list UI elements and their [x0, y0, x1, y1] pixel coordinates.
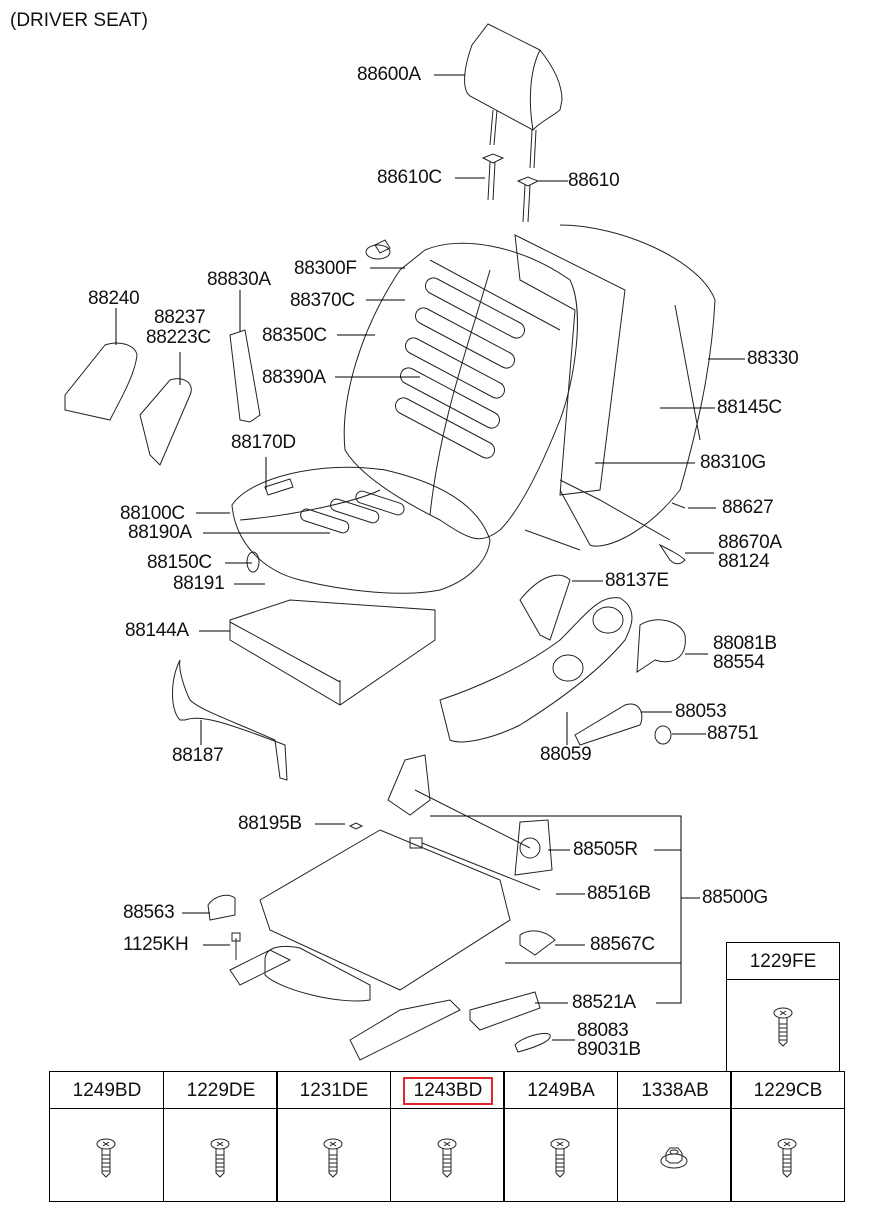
callout-88083[interactable]: 88083 — [577, 1020, 629, 1041]
callout-88170D[interactable]: 88170D — [231, 432, 296, 453]
callout-88100C[interactable]: 88100C — [120, 503, 185, 524]
callout-88830A[interactable]: 88830A — [207, 269, 271, 290]
callout-88150C[interactable]: 88150C — [147, 552, 212, 573]
fastener-code[interactable]: 1249BA — [527, 1080, 595, 1101]
front-trim-drawing — [172, 659, 288, 781]
screw-icon — [323, 1138, 343, 1178]
fastener-code[interactable]: 1231DE — [299, 1080, 369, 1101]
fastener-header-1249BD: 1249BD — [49, 1071, 164, 1109]
screw-icon — [773, 1007, 793, 1047]
callout-88240[interactable]: 88240 — [88, 288, 140, 309]
callout-88505R[interactable]: 88505R — [573, 839, 638, 860]
fastener-header-1229FE: 1229FE — [726, 942, 840, 980]
side-shield-drawing — [439, 574, 686, 746]
seat-back-drawing — [343, 239, 578, 540]
callout-88059[interactable]: 88059 — [540, 744, 592, 765]
fastener-image-1229FE — [726, 979, 840, 1072]
callout-88370C[interactable]: 88370C — [290, 290, 355, 311]
callout-88137E[interactable]: 88137E — [605, 570, 669, 591]
callout-89031B[interactable]: 89031B — [577, 1039, 641, 1060]
seat-pan-drawing — [229, 599, 436, 706]
callout-88516B[interactable]: 88516B — [587, 883, 651, 904]
fastener-code[interactable]: 1338AB — [641, 1080, 709, 1101]
screw-icon — [777, 1138, 797, 1178]
callout-88223C[interactable]: 88223C — [146, 327, 211, 348]
callout-88521A[interactable]: 88521A — [572, 992, 636, 1013]
fastener-image-1229DE — [163, 1108, 278, 1202]
seat-frame-back-drawing — [514, 224, 716, 565]
callout-88124[interactable]: 88124 — [718, 551, 770, 572]
callout-88310G[interactable]: 88310G — [700, 452, 766, 473]
seat-cushion-drawing — [231, 466, 491, 594]
fastener-image-1231DE — [276, 1108, 391, 1202]
callout-88187[interactable]: 88187 — [172, 745, 224, 766]
callout-88081B[interactable]: 88081B — [713, 633, 777, 654]
fastener-header-1231DE: 1231DE — [276, 1071, 391, 1109]
fastener-header-1229CB: 1229CB — [730, 1071, 845, 1109]
callout-88610C[interactable]: 88610C — [377, 167, 442, 188]
callout-88751[interactable]: 88751 — [707, 723, 759, 744]
seat-track-drawing — [207, 754, 556, 1061]
callout-88350C[interactable]: 88350C — [262, 325, 327, 346]
callout-88195B[interactable]: 88195B — [238, 813, 302, 834]
fastener-code[interactable]: 1229DE — [186, 1080, 256, 1101]
callout-88300F[interactable]: 88300F — [294, 258, 357, 279]
leader-lines — [115, 74, 745, 1041]
fastener-header-1243BD: 1243BD — [390, 1071, 505, 1109]
nut-icon — [660, 1147, 688, 1169]
fastener-header-1338AB: 1338AB — [617, 1071, 732, 1109]
callout-88190A[interactable]: 88190A — [128, 522, 192, 543]
callout-88627[interactable]: 88627 — [722, 497, 774, 518]
diagram-title: (DRIVER SEAT) — [10, 10, 148, 31]
callout-88144A[interactable]: 88144A — [125, 620, 189, 641]
fastener-image-1338AB — [617, 1108, 732, 1202]
callout-88330[interactable]: 88330 — [747, 348, 799, 369]
screw-icon — [437, 1138, 457, 1178]
fastener-image-1243BD — [390, 1108, 505, 1202]
fastener-header-1249BA: 1249BA — [503, 1071, 618, 1109]
fastener-image-1229CB — [730, 1108, 845, 1202]
callout-88390A[interactable]: 88390A — [262, 367, 326, 388]
callout-88670A[interactable]: 88670A — [718, 532, 782, 553]
callout-88610[interactable]: 88610 — [568, 170, 620, 191]
callout-88563[interactable]: 88563 — [123, 902, 175, 923]
callout-88500G[interactable]: 88500G — [702, 887, 768, 908]
fastener-code[interactable]: 1243BD — [403, 1077, 493, 1105]
headrest-drawing — [464, 23, 563, 223]
callout-1125KH[interactable]: 1125KH — [123, 934, 189, 955]
fastener-code[interactable]: 1249BD — [72, 1080, 142, 1101]
fastener-code[interactable]: 1229FE — [749, 951, 817, 972]
fastener-header-1229DE: 1229DE — [163, 1071, 278, 1109]
callout-88053[interactable]: 88053 — [675, 701, 727, 722]
fastener-code[interactable]: 1229CB — [753, 1080, 823, 1101]
screw-icon — [210, 1138, 230, 1178]
screw-icon — [550, 1138, 570, 1178]
callout-88554[interactable]: 88554 — [713, 652, 765, 673]
fastener-image-1249BD — [49, 1108, 164, 1202]
fastener-image-1249BA — [503, 1108, 618, 1202]
callout-88237[interactable]: 88237 — [154, 307, 206, 328]
callout-88600A[interactable]: 88600A — [357, 64, 421, 85]
callout-88145C[interactable]: 88145C — [717, 397, 782, 418]
callout-88191[interactable]: 88191 — [173, 573, 225, 594]
screw-icon — [96, 1138, 116, 1178]
callout-88567C[interactable]: 88567C — [590, 934, 655, 955]
